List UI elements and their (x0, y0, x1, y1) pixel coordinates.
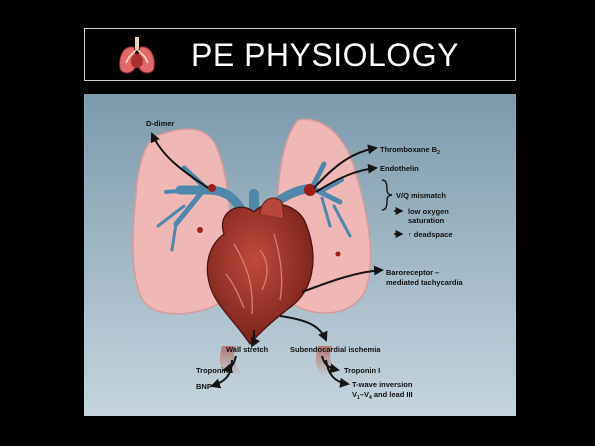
label-endothelin: Endothelin (380, 164, 419, 173)
label-baroreceptor-2: mediated tachycardia (386, 278, 464, 287)
label-low-oxygen-2: saturation (408, 216, 445, 225)
slide-title: PE PHYSIOLOGY (191, 37, 459, 74)
label-deadspace: ↑deadspace (408, 230, 453, 239)
label-troponin-right: Troponin I (344, 366, 380, 375)
label-low-oxygen-1: low oxygen (408, 207, 449, 216)
label-twave-inversion: T-wave inversion (352, 380, 413, 389)
label-vq-mismatch: V/Q mismatch (396, 191, 446, 200)
label-troponin-left: Troponin I (196, 366, 232, 375)
label-wall-stretch: Wall stretch (226, 345, 269, 354)
label-bnp: BNP (196, 382, 212, 391)
diagram-canvas: D-dimer Thromboxane B2 Endothelin V/Q mi… (84, 94, 516, 416)
title-box: PE PHYSIOLOGY (84, 28, 516, 81)
lungs-icon (115, 33, 159, 77)
label-ddimer: D-dimer (146, 119, 174, 128)
label-subendocardial-ischemia: Subendocardial ischemia (290, 345, 381, 354)
label-baroreceptor-1: Baroreceptor – (386, 268, 439, 277)
pe-physiology-figure: D-dimer Thromboxane B2 Endothelin V/Q mi… (84, 94, 516, 416)
